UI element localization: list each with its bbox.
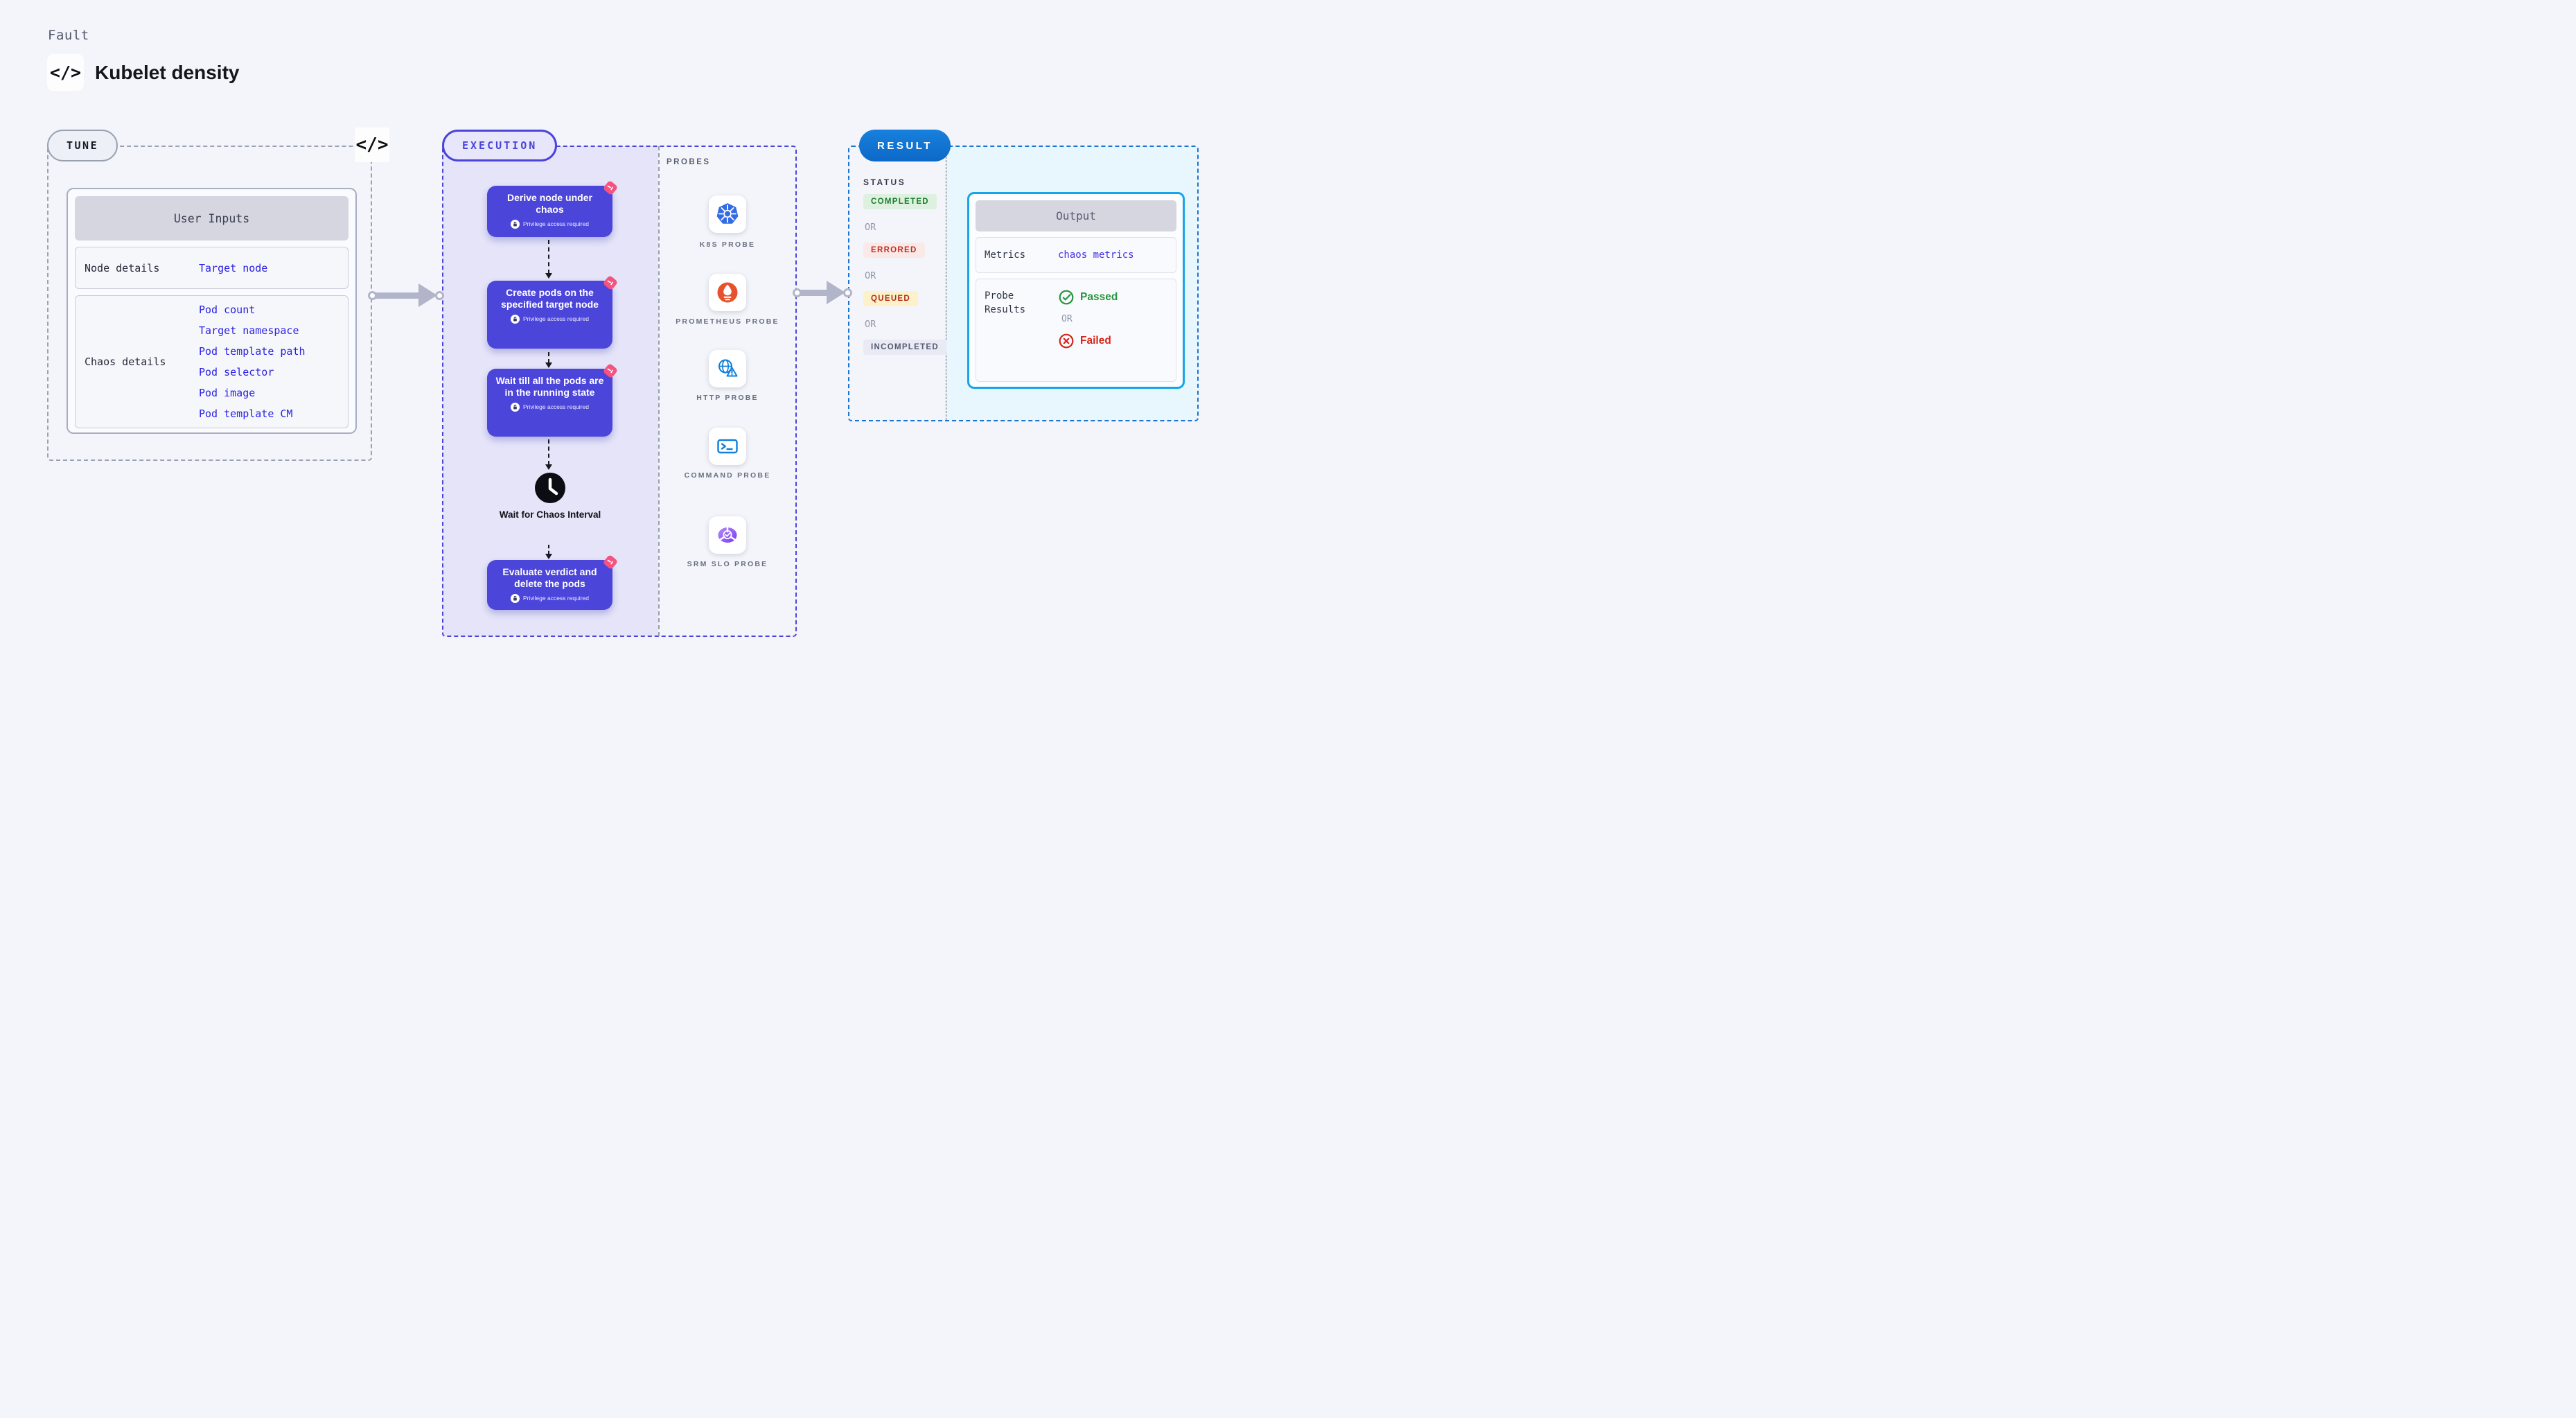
tune-section-box (47, 146, 372, 461)
lock-icon (511, 593, 520, 603)
passed-label: Passed (1080, 291, 1118, 303)
fault-diagram-page: Fault </> Kubelet density TUNE </> User … (0, 0, 1288, 709)
step-title: Derive node under chaos (507, 192, 592, 216)
flow-connector (545, 240, 552, 279)
step-evaluate-verdict: Evaluate verdict and delete the pods Pri… (487, 555, 617, 610)
output-row-probe-results: Probe Results Passed OR Failed (976, 279, 1176, 382)
http-probe-icon (709, 350, 746, 387)
user-inputs-table: User Inputs Node details Target node Cha… (67, 188, 357, 434)
chaos-badge-icon (603, 181, 617, 195)
arrow-execution-to-result (793, 281, 852, 304)
flow-connector (545, 439, 552, 470)
privilege-label: Privilege access required (523, 595, 589, 602)
param-link-pod-count[interactable]: Pod count (199, 304, 256, 316)
step-title: Wait till all the pods are in the runnin… (495, 375, 604, 399)
probe-results-label: Probe Results (985, 290, 1026, 316)
privilege-label: Privilege access required (523, 403, 589, 411)
probe-label: HTTP PROBE (696, 394, 759, 402)
param-link-pod-image[interactable]: Pod image (199, 387, 256, 399)
param-link-pod-selector[interactable]: Pod selector (199, 366, 274, 378)
probe-label: K8S PROBE (699, 240, 756, 249)
privilege-row: Privilege access required (494, 402, 606, 412)
chaos-badge-icon (603, 364, 617, 378)
code-icon-glyph: </> (49, 62, 82, 82)
k8s-probe-icon (709, 195, 746, 233)
chaos-badge-icon (603, 555, 617, 569)
execution-pill: EXECUTION (442, 130, 558, 161)
privilege-row: Privilege access required (494, 314, 606, 324)
param-link-pod-template-cm[interactable]: Pod template CM (199, 408, 293, 420)
code-icon: </> (47, 54, 84, 91)
or-separator: OR (865, 319, 876, 330)
or-separator: OR (1061, 314, 1073, 324)
step-derive-node: Derive node under chaos Privilege access… (487, 181, 617, 237)
result-pill: RESULT (859, 130, 951, 161)
or-separator: OR (865, 270, 876, 281)
output-table: Output Metrics chaos metrics Probe Resul… (967, 192, 1185, 389)
status-heading: STATUS (863, 177, 906, 187)
probe-label: PROMETHEUS PROBE (676, 317, 779, 326)
tune-pill: TUNE (47, 130, 118, 161)
probes-heading: PROBES (667, 158, 711, 166)
clock-icon (533, 471, 567, 505)
output-header: Output (976, 200, 1176, 231)
x-circle-icon (1059, 333, 1074, 349)
output-row-metrics: Metrics chaos metrics (976, 237, 1176, 273)
code-icon-glyph: </> (355, 134, 389, 155)
execution-probes-divider (658, 146, 660, 636)
step-title: Evaluate verdict and delete the pods (502, 566, 597, 590)
chaos-badge-icon (603, 276, 617, 290)
page-title: Kubelet density (95, 62, 240, 83)
step-title: Create pods on the specified target node (501, 287, 599, 310)
row-label: Node details (85, 261, 160, 274)
step-wait-pods-running: Wait till all the pods are in the runnin… (487, 364, 617, 437)
privilege-row: Privilege access required (494, 593, 606, 603)
tune-pill-label: TUNE (67, 139, 99, 152)
chaos-metrics-link[interactable]: chaos metrics (1058, 250, 1134, 261)
status-badge-completed: COMPLETED (863, 194, 937, 209)
row-label: Chaos details (85, 356, 166, 368)
result-pill-label: RESULT (877, 139, 933, 152)
fault-eyebrow-label: Fault (48, 28, 89, 43)
status-badge-incompleted: INCOMPLETED (863, 340, 946, 355)
result-section-box (848, 146, 1199, 421)
row-label: Probe Results (976, 279, 1058, 317)
srm-slo-probe-icon (709, 516, 746, 554)
flow-connector (545, 352, 552, 368)
param-link-target-namespace[interactable]: Target namespace (199, 324, 299, 337)
lock-icon (511, 219, 520, 229)
param-link-target-node[interactable]: Target node (199, 261, 268, 274)
prometheus-probe-icon (709, 274, 746, 311)
or-separator: OR (865, 222, 876, 233)
verdict-passed: Passed (1058, 289, 1118, 306)
privilege-label: Privilege access required (523, 315, 589, 323)
status-badge-queued: QUEUED (863, 291, 919, 306)
flow-connector (545, 545, 552, 559)
check-circle-icon (1059, 290, 1074, 305)
privilege-label: Privilege access required (523, 220, 589, 228)
param-link-pod-template-path[interactable]: Pod template path (199, 345, 306, 358)
probe-label: SRM SLO PROBE (687, 560, 768, 568)
command-probe-icon (709, 428, 746, 465)
failed-label: Failed (1080, 335, 1111, 347)
row-label: Metrics (985, 249, 1026, 261)
table-row-node-details: Node details Target node (75, 247, 349, 289)
verdict-failed: Failed (1058, 333, 1118, 349)
user-inputs-header: User Inputs (75, 196, 349, 240)
step-create-pods: Create pods on the specified target node… (487, 276, 617, 349)
privilege-row: Privilege access required (494, 219, 606, 229)
execution-section-box (442, 146, 797, 637)
wait-interval-label: Wait for Chaos Interval (499, 509, 601, 520)
lock-icon (511, 402, 520, 412)
status-badge-errored: ERRORED (863, 243, 925, 258)
probe-label: COMMAND PROBE (684, 471, 771, 480)
table-row-chaos-details: Chaos details Pod count Target namespace… (75, 295, 349, 428)
tune-corner-code-icon: </> (355, 128, 389, 162)
arrow-tune-to-execution (368, 283, 444, 307)
execution-pill-label: EXECUTION (462, 139, 538, 152)
lock-icon (511, 314, 520, 324)
